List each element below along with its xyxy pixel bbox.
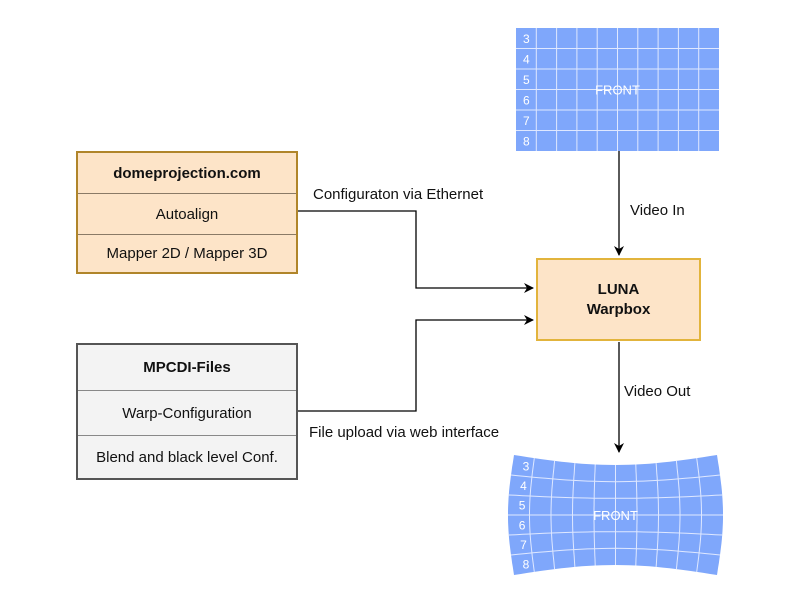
row-number: 7 xyxy=(520,538,527,552)
luna-warpbox: LUNA Warpbox xyxy=(536,258,701,341)
grid-line xyxy=(510,547,721,556)
row-number: 6 xyxy=(519,518,526,532)
row-number: 3 xyxy=(523,459,530,473)
upload-label: File upload via web interface xyxy=(309,424,500,441)
domeprojection-title: domeprojection.com xyxy=(113,164,261,182)
blend-row: Blend and black level Conf. xyxy=(78,435,296,478)
ethernet-label: Configuraton via Ethernet xyxy=(313,186,484,203)
row-number: 4 xyxy=(523,52,530,66)
ethernet-connector xyxy=(297,210,534,293)
warpbox-label: Warpbox xyxy=(586,300,651,318)
mpcdi-title: MPCDI-Files xyxy=(143,359,231,376)
row-number: 3 xyxy=(523,32,530,46)
luna-label: LUNA xyxy=(597,280,640,298)
row-number: 5 xyxy=(519,499,526,513)
grid-line xyxy=(508,494,723,499)
warp-configuration-row: Warp-Configuration xyxy=(78,390,296,435)
video-out-label: Video Out xyxy=(624,383,691,400)
row-number: 4 xyxy=(520,479,527,493)
row-number: 7 xyxy=(523,114,530,128)
row-number: 6 xyxy=(523,93,530,107)
row-number: 5 xyxy=(523,73,530,87)
upload-connector xyxy=(297,315,534,412)
front-label: FRONT xyxy=(593,508,638,523)
row-number: 8 xyxy=(523,558,530,572)
grid-line xyxy=(510,474,721,483)
mapper-row: Mapper 2D / Mapper 3D xyxy=(78,234,296,272)
row-number: 8 xyxy=(523,134,530,148)
mpcdi-box: MPCDI-Files Warp-Configuration Blend and… xyxy=(76,343,298,480)
front-label: FRONT xyxy=(595,83,640,98)
video-in-label: Video In xyxy=(630,202,685,219)
domeprojection-box: domeprojection.com Autoalign Mapper 2D /… xyxy=(76,151,298,274)
autoalign-row: Autoalign xyxy=(78,193,296,234)
grid-line xyxy=(508,531,723,536)
